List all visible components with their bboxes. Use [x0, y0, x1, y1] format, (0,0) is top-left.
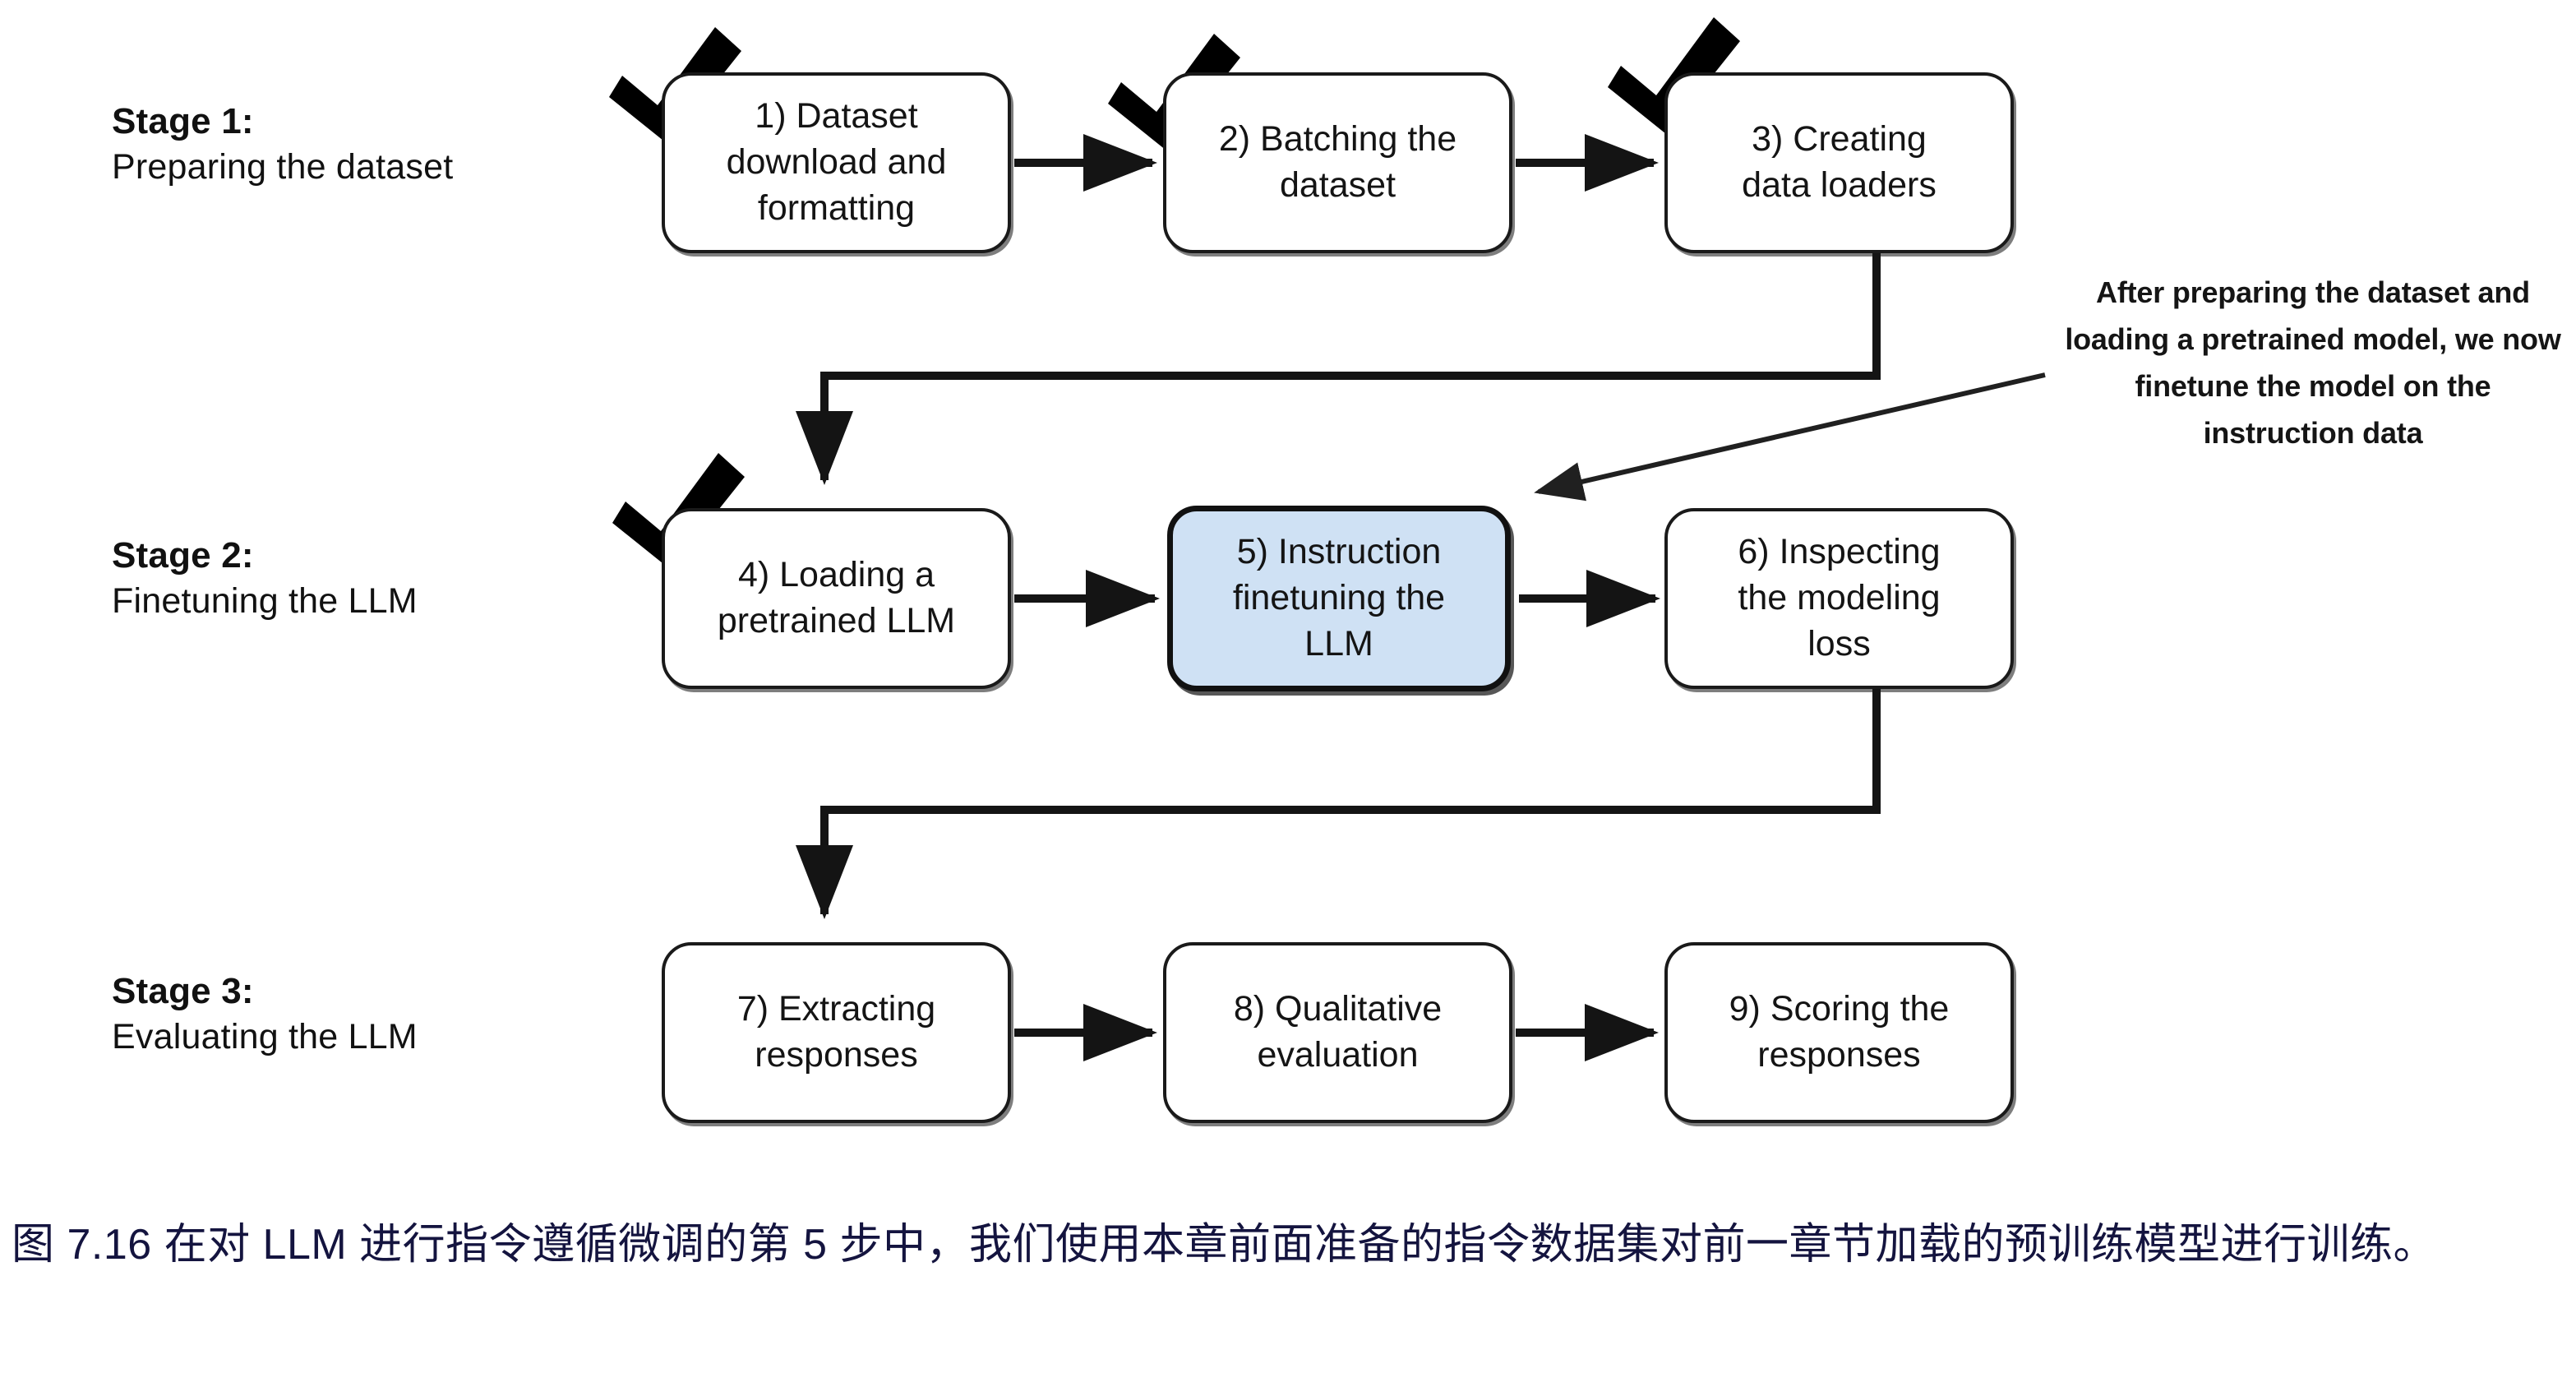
step-6-line-1: 6) Inspecting: [1738, 532, 1941, 572]
step-box-1[interactable]: 1) Dataset download and formatting: [662, 72, 1011, 253]
stage-3-subtitle: Evaluating the LLM: [112, 1017, 418, 1057]
step-9-line-2: responses: [1757, 1035, 1921, 1075]
stage-1-subtitle: Preparing the dataset: [112, 147, 454, 187]
connector-step3-to-step4: [796, 253, 1881, 486]
step-1-line-3: formatting: [757, 187, 916, 228]
step-1-line-2: download and: [726, 142, 947, 183]
step-9-line-1: 9) Scoring the: [1729, 989, 1950, 1029]
step-4-line-1: 4) Loading a: [737, 555, 935, 595]
step-5-line-2: finetuning the: [1232, 578, 1446, 618]
step-box-9[interactable]: 9) Scoring the responses: [1664, 942, 2014, 1123]
step-3-line-1: 3) Creating: [1752, 119, 1927, 159]
step-4-line-2: pretrained LLM: [717, 601, 956, 640]
annotation-line-4: instruction data: [2203, 415, 2423, 450]
step-box-8[interactable]: 8) Qualitative evaluation: [1163, 942, 1512, 1123]
annotation-note: After preparing the dataset and loading …: [2057, 270, 2569, 457]
step-5-line-3: LLM: [1304, 623, 1373, 663]
step-box-7[interactable]: 7) Extracting responses: [662, 942, 1011, 1123]
step-8-line-1: 8) Qualitative: [1233, 989, 1443, 1029]
step-8-line-2: evaluation: [1257, 1035, 1419, 1075]
stage-1-label: Stage 1: Preparing the dataset: [112, 99, 453, 190]
step-6-line-3: loss: [1807, 623, 1871, 663]
step-box-5[interactable]: 5) Instruction finetuning the LLM: [1167, 506, 1511, 691]
step-6-line-2: the modeling: [1738, 578, 1941, 618]
stage-3-title: Stage 3:: [112, 971, 254, 1011]
stage-3-label: Stage 3: Evaluating the LLM: [112, 968, 418, 1060]
step-1-line-1: 1) Dataset: [755, 96, 918, 136]
annotation-line-2: loading a pretrained model, we: [2065, 321, 2495, 356]
step-5-line-1: 5) Instruction: [1236, 532, 1442, 572]
figure-caption: 图 7.16 在对 LLM 进行指令遵循微调的第 5 步中，我们使用本章前面准备…: [12, 1221, 2436, 1269]
step-box-2[interactable]: 2) Batching the dataset: [1163, 72, 1512, 253]
annotation-line-1: After preparing the dataset and: [2096, 275, 2530, 309]
step-7-line-2: responses: [755, 1035, 918, 1075]
step-2-line-1: 2) Batching the: [1218, 119, 1457, 159]
step-2-line-2: dataset: [1279, 165, 1396, 205]
annotation-leader-arrow: [1534, 372, 2046, 502]
stage-2-label: Stage 2: Finetuning the LLM: [112, 533, 418, 624]
step-box-4[interactable]: 4) Loading a pretrained LLM: [662, 508, 1011, 689]
step-3-line-2: data loaders: [1742, 165, 1937, 205]
stage-2-subtitle: Finetuning the LLM: [112, 581, 418, 622]
stage-2-title: Stage 2:: [112, 535, 254, 576]
stage-1-title: Stage 1:: [112, 101, 254, 141]
step-box-6[interactable]: 6) Inspecting the modeling loss: [1664, 508, 2014, 689]
annotation-line-3: now finetune the model on the: [2135, 321, 2561, 403]
connector-step6-to-step7: [796, 689, 1881, 920]
step-7-line-1: 7) Extracting: [736, 989, 936, 1029]
step-box-3[interactable]: 3) Creating data loaders: [1664, 72, 2014, 253]
